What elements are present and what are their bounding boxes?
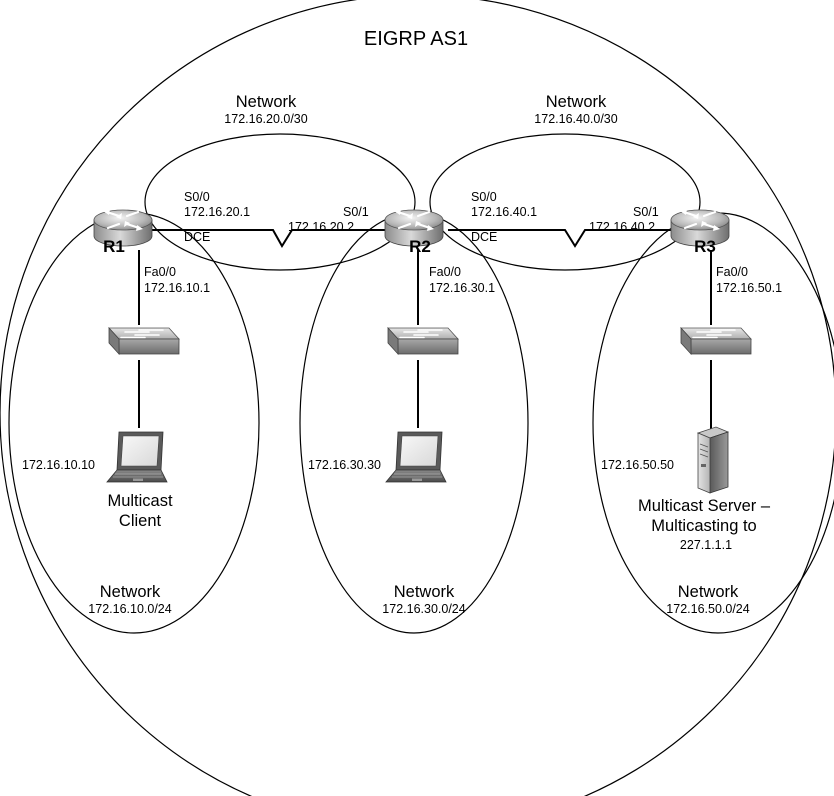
interface-ip: 172.16.20.1 <box>184 205 251 219</box>
host-label: Client <box>118 512 162 530</box>
interface-name: S0/0 <box>471 190 497 204</box>
network-subnet: 172.16.50.0/24 <box>666 602 750 616</box>
router-name: R3 <box>694 237 716 256</box>
interface-ip: 172.16.40.2 <box>589 220 656 234</box>
network-ellipse-172-16-50-0 <box>592 212 834 634</box>
network-ellipse-172-16-40-0 <box>429 133 701 271</box>
serial-link-r2-r3 <box>448 229 676 248</box>
network-heading: Network <box>235 93 297 111</box>
router-name: R2 <box>409 237 431 256</box>
domain-title: EIGRP AS1 <box>363 28 469 50</box>
router-name: R1 <box>103 237 125 256</box>
interface-ip: 172.16.10.1 <box>144 281 211 295</box>
multicast-group: 227.1.1.1 <box>679 538 733 552</box>
host-label: Multicast Server – <box>637 497 771 515</box>
interface-ip: 172.16.30.1 <box>429 281 496 295</box>
network-heading: Network <box>99 583 161 601</box>
serial-link-r1-r2 <box>150 229 385 248</box>
laptop-icon <box>385 431 447 483</box>
network-heading: Network <box>393 583 455 601</box>
network-ellipse-172-16-30-0 <box>299 212 529 634</box>
host-label: Multicasting to <box>651 517 757 535</box>
network-subnet: 172.16.20.0/30 <box>224 112 308 126</box>
host-ip: 172.16.10.10 <box>22 458 95 472</box>
network-ellipse-172-16-20-0 <box>144 133 416 271</box>
dce-label: DCE <box>471 230 498 244</box>
interface-ip: 172.16.50.1 <box>716 281 783 295</box>
interface-ip: 172.16.40.1 <box>471 205 538 219</box>
interface-ip: 172.16.20.2 <box>288 220 355 234</box>
interface-name: S0/1 <box>343 205 369 219</box>
host-ip: 172.16.30.30 <box>308 458 381 472</box>
interface-name: Fa0/0 <box>429 265 461 279</box>
network-heading: Network <box>677 583 739 601</box>
network-subnet: 172.16.10.0/24 <box>88 602 172 616</box>
switch-icon <box>108 327 180 355</box>
network-heading: Network <box>545 93 607 111</box>
host-label: Multicast <box>107 492 173 510</box>
interface-name: Fa0/0 <box>144 265 176 279</box>
server-icon <box>697 426 729 494</box>
network-subnet: 172.16.40.0/30 <box>534 112 618 126</box>
dce-label: DCE <box>184 230 211 244</box>
interface-name: S0/1 <box>633 205 659 219</box>
interface-name: S0/0 <box>184 190 210 204</box>
host-ip: 172.16.50.50 <box>601 458 674 472</box>
network-subnet: 172.16.30.0/24 <box>382 602 466 616</box>
switch-icon <box>680 327 752 355</box>
laptop-icon <box>106 431 168 483</box>
network-ellipse-172-16-10-0 <box>8 212 260 634</box>
interface-name: Fa0/0 <box>716 265 748 279</box>
switch-icon <box>387 327 459 355</box>
